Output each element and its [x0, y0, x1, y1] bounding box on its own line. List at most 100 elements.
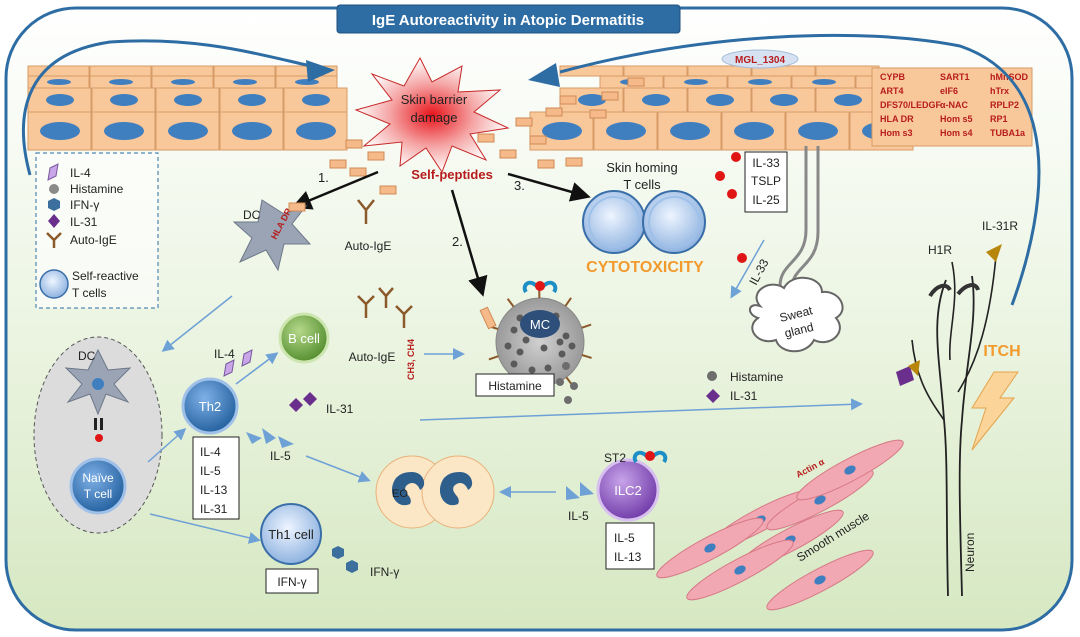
skin-cell	[213, 75, 276, 89]
skin-cell	[663, 75, 728, 89]
autoantigen-label: α-NAC	[940, 100, 969, 110]
granule	[504, 342, 512, 350]
autoantigen-label: hTrx	[990, 86, 1009, 96]
svg-text:T cell: T cell	[84, 487, 112, 501]
smooth-muscle-cell	[686, 539, 794, 601]
skin-cell	[151, 65, 214, 77]
autoantigen-label: eIF6	[940, 86, 958, 96]
skin-cell	[687, 65, 752, 77]
svg-text:CH3, CH4: CH3, CH4	[406, 339, 416, 380]
svg-text:IL-31: IL-31	[730, 389, 758, 403]
title-banner: IgE Autoreactivity in Atopic Dermatitis	[336, 4, 681, 34]
granule	[516, 348, 524, 356]
smooth-muscle-cell	[796, 439, 904, 501]
step3-arrow	[507, 172, 591, 202]
skin-cell	[623, 65, 688, 77]
svg-text:IL-31: IL-31	[70, 215, 98, 229]
self-peptides-scatter	[329, 77, 645, 195]
svg-text:Auto-IgE: Auto-IgE	[345, 239, 392, 253]
skin-cell	[687, 87, 752, 113]
self-peptide	[499, 149, 517, 159]
svg-text:IFN-γ: IFN-γ	[70, 198, 99, 212]
skin-cell	[275, 75, 338, 89]
self-peptide	[565, 157, 583, 167]
svg-text:Auto-IgE: Auto-IgE	[349, 350, 396, 364]
svg-text:Histamine: Histamine	[488, 379, 542, 393]
granule	[562, 332, 570, 340]
svg-text:IL-4: IL-4	[214, 347, 235, 361]
svg-text:gland: gland	[783, 320, 815, 341]
svg-text:IL-4: IL-4	[200, 445, 221, 459]
feedback-arrow-left	[22, 39, 321, 176]
il31-icon	[48, 214, 60, 228]
mgl-1304-bubble: MGL_1304	[721, 49, 799, 69]
step3-label: 3.	[514, 178, 525, 193]
svg-text:Naïve: Naïve	[82, 471, 114, 485]
th2-cell: Th2 IL-4 IL-4 IL-5 IL-13 IL-31	[181, 347, 253, 520]
svg-text:Skin homing: Skin homing	[606, 160, 678, 175]
svg-text:IL-33: IL-33	[752, 156, 780, 170]
granule	[522, 336, 530, 344]
skin-cell	[657, 111, 722, 151]
self-peptide	[515, 117, 533, 127]
svg-text:Histamine: Histamine	[70, 182, 124, 196]
svg-text:EO: EO	[392, 488, 408, 500]
smooth-muscle-cell	[656, 517, 764, 579]
keratinocyte-cytokines: IL-33 TSLP IL-25 IL-33	[715, 151, 788, 299]
diagram-title: IgE Autoreactivity in Atopic Dermatitis	[372, 12, 644, 29]
svg-text:Th1 cell: Th1 cell	[268, 527, 314, 542]
self-peptide	[529, 135, 547, 145]
self-peptide	[545, 107, 563, 117]
svg-text:IFN-γ: IFN-γ	[277, 575, 306, 589]
granule	[558, 350, 566, 358]
step2-label: 2.	[452, 234, 463, 249]
skin-cell	[219, 87, 284, 113]
svg-text:IL-31: IL-31	[326, 402, 354, 416]
skin-cell	[623, 87, 688, 113]
skin-cell	[27, 65, 90, 77]
skin-cell	[213, 65, 276, 77]
svg-text:IL-5: IL-5	[568, 509, 589, 523]
skin-barrier-label-1: Skin barrier	[401, 92, 468, 107]
self-peptide	[349, 167, 367, 177]
flow-arrows	[147, 295, 863, 544]
feedback-arrow-right	[559, 33, 1041, 306]
feedback-arrowhead-right	[528, 63, 560, 87]
granule	[510, 326, 518, 334]
mast-cell: MC Histamine	[475, 280, 592, 404]
dendritic-cell-top: DC HLA DR	[232, 199, 312, 272]
self-peptide	[367, 151, 385, 161]
epidermis-layer	[27, 65, 920, 151]
svg-text:DC: DC	[243, 208, 261, 222]
granule	[544, 364, 552, 372]
autoantigen-label: RPLP2	[990, 100, 1019, 110]
self-peptides-label: Self-peptides	[411, 167, 493, 182]
il5-mid: IL-5	[246, 428, 371, 483]
granule	[528, 366, 536, 374]
fc-receptor	[581, 323, 592, 329]
smooth-muscle-cell	[766, 549, 874, 611]
svg-text:H1R: H1R	[928, 243, 952, 257]
self-peptide	[345, 139, 363, 149]
svg-text:IL-31R: IL-31R	[982, 219, 1018, 233]
self-peptide	[379, 185, 397, 195]
autoantigen-label: Hom s4	[940, 128, 973, 138]
neuron: H1R IL-31R Neuron	[896, 219, 1018, 597]
skin-cell	[785, 111, 850, 151]
svg-text:T cells: T cells	[72, 286, 106, 300]
svg-text:MC: MC	[530, 317, 550, 332]
skin-cell	[791, 75, 856, 89]
il31-mid: IL-31	[289, 392, 354, 416]
autoantigen-label: CYPB	[880, 72, 906, 82]
granule	[510, 360, 518, 368]
histamine-icon	[49, 184, 59, 194]
autoantigen-label: Hom s5	[940, 114, 973, 124]
skin-cell	[815, 87, 880, 113]
smooth-muscle	[656, 439, 904, 611]
svg-text:IL-5: IL-5	[200, 464, 221, 478]
step2-arrow	[450, 189, 488, 297]
self-peptide	[559, 95, 577, 105]
auto-ige-top: Auto-IgE	[345, 199, 392, 253]
svg-text:Th2: Th2	[199, 399, 221, 414]
